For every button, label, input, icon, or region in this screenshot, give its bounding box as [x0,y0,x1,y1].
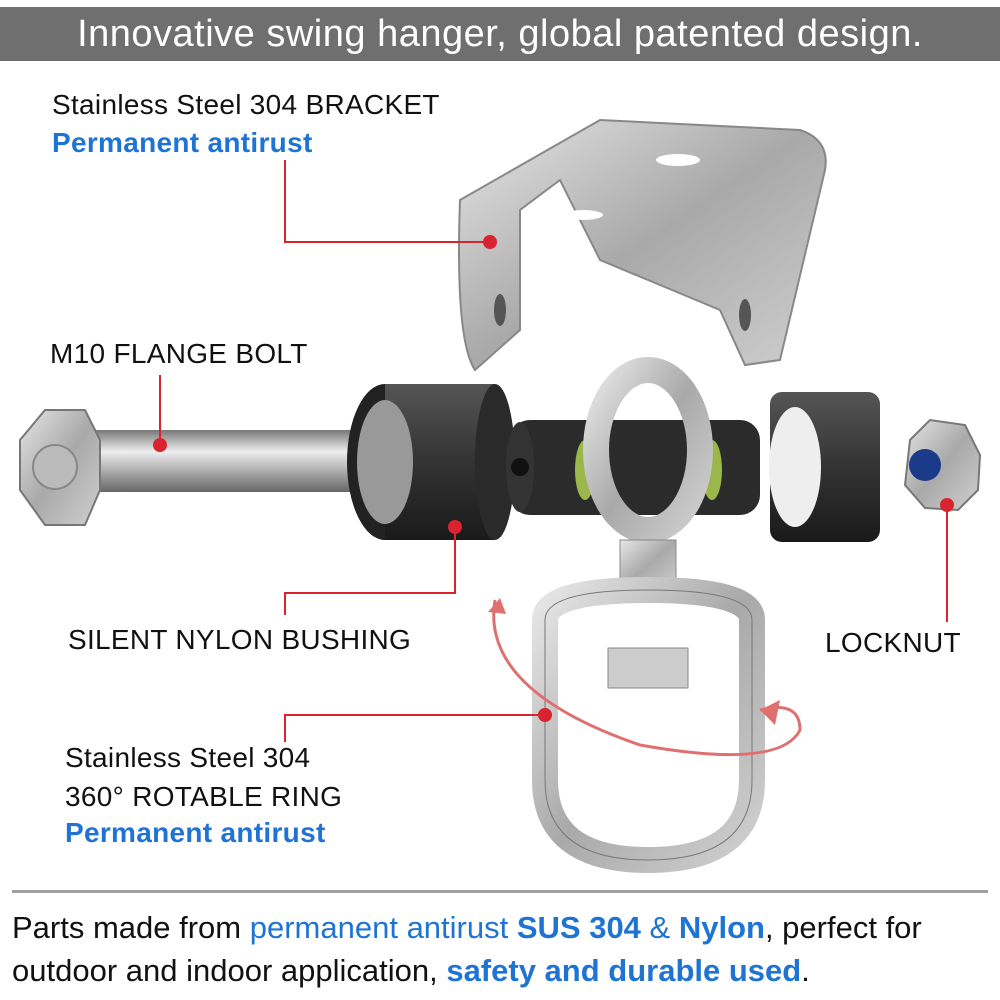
locknut [903,418,982,512]
ring-antirust-label: Permanent antirust [65,817,326,848]
right-bushing [769,392,880,542]
ring-label-line2: 360° ROTABLE RING [65,781,343,812]
footer-line-1: Parts made from permanent antirust SUS 3… [12,910,922,946]
bracket [458,118,827,372]
flange-bolt [19,409,360,526]
bracket-antirust-label: Permanent antirust [52,127,313,158]
divider [12,890,988,893]
footer-text: , perfect for [764,910,922,945]
banner-title: Innovative swing hanger, global patented… [0,7,1000,61]
locknut-label: LOCKNUT [825,627,961,658]
footer-highlight-bold: SUS 304 [516,910,641,945]
footer-line-2: outdoor and indoor application, safety a… [12,953,810,989]
bushing-label: SILENT NYLON BUSHING [68,624,412,655]
footer-highlight-bold: safety and durable used [446,953,802,988]
footer-text: outdoor and indoor application, [12,953,447,988]
rotation-arrow [492,599,802,757]
footer-highlight: & [640,910,679,945]
ring-label-line1: Stainless Steel 304 [65,742,311,773]
footer-text: . [801,953,810,988]
footer-text: Parts made from [12,910,250,945]
leader-dots [153,235,954,722]
bolt-label: M10 FLANGE BOLT [50,338,308,369]
footer-highlight: permanent antirust [249,910,517,945]
footer-highlight-bold: Nylon [678,910,765,945]
bracket-label: Stainless Steel 304 BRACKET [52,89,440,120]
leader-lines [159,160,948,742]
swivel [506,357,765,874]
left-bushing [347,384,515,540]
